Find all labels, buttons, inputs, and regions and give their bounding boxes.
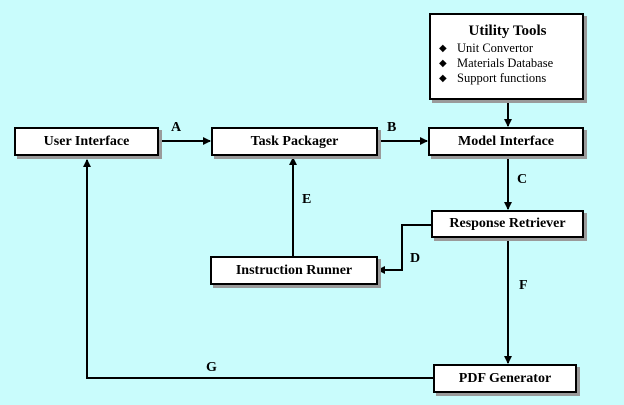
edge-label-b: B <box>387 120 397 135</box>
utility-item: ◆Support functions <box>439 71 547 85</box>
response-retriever-box: Response Retriever <box>431 210 584 238</box>
edge-label-d: D <box>410 251 421 266</box>
utility-tools-box: Utility Tools ◆Unit Convertor ◆Materials… <box>429 13 584 100</box>
utility-item: ◆Unit Convertor <box>439 41 534 55</box>
task-packager-box: Task Packager <box>211 127 378 156</box>
model-interface-box: Model Interface <box>428 127 584 156</box>
user-interface-box: User Interface <box>14 127 159 156</box>
edge-label-e: E <box>302 192 312 207</box>
arrow-g <box>83 159 433 379</box>
utility-tools-list: ◆Unit Convertor ◆Materials Database ◆Sup… <box>439 41 576 86</box>
edge-label-f: F <box>519 278 528 293</box>
instruction-runner-box: Instruction Runner <box>210 256 378 285</box>
diamond-bullet-icon: ◆ <box>439 58 447 69</box>
utility-item: ◆Materials Database <box>439 56 554 70</box>
diamond-bullet-icon: ◆ <box>439 73 447 84</box>
edge-label-g: G <box>206 360 217 375</box>
edge-label-c: C <box>517 172 528 187</box>
pdf-generator-box: PDF Generator <box>433 364 577 393</box>
diamond-bullet-icon: ◆ <box>439 43 447 54</box>
edge-label-a: A <box>171 120 182 135</box>
arrow-d <box>377 224 431 274</box>
utility-tools-title: Utility Tools <box>468 23 547 39</box>
